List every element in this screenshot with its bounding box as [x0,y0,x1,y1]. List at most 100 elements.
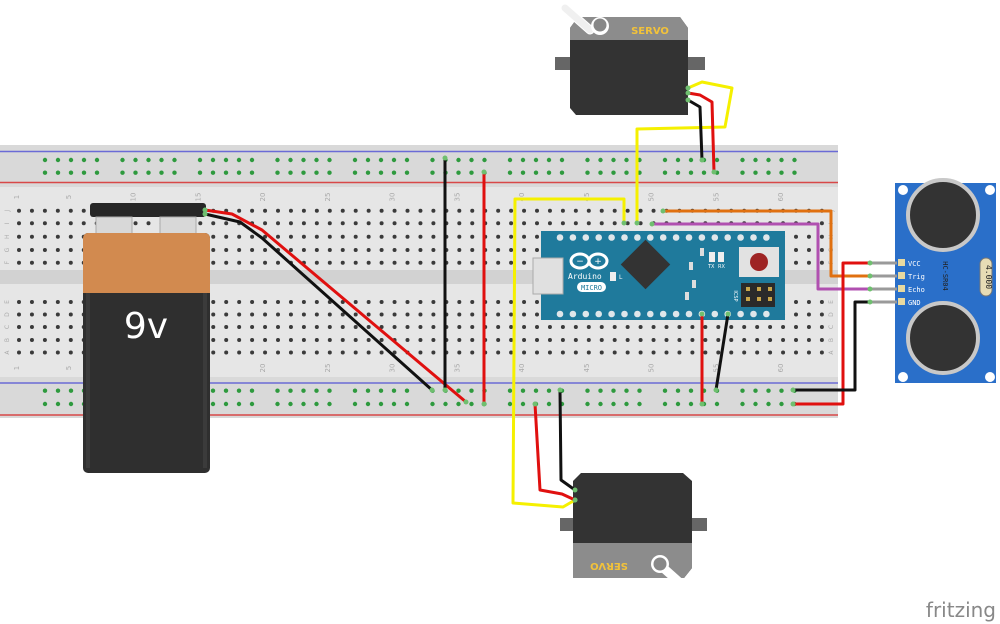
breadboard-hole[interactable] [29,221,34,226]
breadboard-hole[interactable] [470,325,475,329]
breadboard-hole[interactable] [353,312,358,317]
breadboard-hole[interactable] [742,350,747,355]
rail-hole[interactable] [352,388,358,393]
breadboard-hole[interactable] [42,248,47,252]
rail-hole[interactable] [301,401,306,407]
rail-hole[interactable] [779,401,784,407]
breadboard-hole[interactable] [353,260,358,265]
breadboard-hole[interactable] [806,312,811,317]
breadboard-hole[interactable] [431,208,436,213]
rail-hole[interactable] [352,157,358,163]
breadboard-hole[interactable] [42,300,47,304]
breadboard-hole[interactable] [353,350,358,355]
sensor-vcc-wire[interactable] [793,261,870,406]
breadboard-hole[interactable] [288,350,293,355]
breadboard-hole[interactable] [250,248,255,252]
breadboard-hole[interactable] [340,312,345,317]
rail-hole[interactable] [314,388,319,393]
rail-hole[interactable] [327,170,332,175]
rail-hole[interactable] [469,388,474,393]
breadboard-hole[interactable] [496,338,501,342]
breadboard-hole[interactable] [457,300,462,304]
breadboard-hole[interactable] [224,260,229,265]
rail-hole[interactable] [456,388,461,393]
rail-hole[interactable] [559,157,565,163]
breadboard-hole[interactable] [496,325,501,329]
rail-hole[interactable] [404,170,410,175]
breadboard-hole[interactable] [806,260,811,265]
breadboard-hole[interactable] [29,325,34,329]
arduino-pin[interactable] [685,310,693,318]
rail-hole[interactable] [430,157,435,163]
breadboard-hole[interactable] [17,350,21,355]
arduino-pin[interactable] [724,234,731,241]
rail-hole[interactable] [675,401,681,407]
rail-hole[interactable] [520,157,526,163]
breadboard-hole[interactable] [392,312,397,317]
breadboard-hole[interactable] [522,248,527,252]
breadboard-hole[interactable] [418,208,423,213]
rail-hole[interactable] [146,157,151,163]
breadboard-hole[interactable] [405,260,410,265]
breadboard-hole[interactable] [68,312,73,317]
breadboard-hole[interactable] [366,300,371,304]
breadboard-hole[interactable] [340,338,345,342]
rail-hole[interactable] [675,157,681,163]
rail-hole[interactable] [740,157,745,163]
breadboard-hole[interactable] [457,234,462,239]
breadboard-hole[interactable] [55,221,60,226]
rail-hole[interactable] [249,157,255,163]
rail-hole[interactable] [146,170,151,175]
wire-endpoint[interactable] [572,487,578,493]
breadboard-hole[interactable] [729,338,734,342]
breadboard-hole[interactable] [677,325,682,329]
breadboard-hole[interactable] [263,350,268,355]
rail-hole[interactable] [236,170,242,175]
wire-endpoint[interactable] [463,399,469,405]
breadboard-hole[interactable] [55,350,60,355]
rail-hole[interactable] [559,170,565,175]
rail-hole[interactable] [223,401,229,407]
rail-hole[interactable] [598,388,603,393]
rail-hole[interactable] [637,401,642,407]
breadboard-hole[interactable] [638,325,643,329]
breadboard-hole[interactable] [470,221,475,226]
breadboard-hole[interactable] [55,208,60,213]
breadboard-hole[interactable] [288,300,293,304]
breadboard-hole[interactable] [742,338,747,342]
breadboard-hole[interactable] [392,221,397,226]
breadboard-hole[interactable] [431,312,436,317]
breadboard-hole[interactable] [690,338,695,342]
breadboard-hole[interactable] [496,260,501,265]
breadboard-hole[interactable] [768,338,773,342]
breadboard-hole[interactable] [496,208,501,213]
breadboard-hole[interactable] [327,234,332,239]
breadboard-hole[interactable] [314,350,319,355]
breadboard-hole[interactable] [314,300,319,304]
breadboard-hole[interactable] [806,350,811,355]
breadboard-hole[interactable] [42,350,47,355]
wire-endpoint[interactable] [725,311,731,317]
arduino-pin[interactable] [711,234,719,241]
breadboard-hole[interactable] [276,260,280,265]
rail-hole[interactable] [740,388,745,393]
wire-endpoint[interactable] [867,273,873,279]
breadboard-hole[interactable] [522,325,527,329]
breadboard-hole[interactable] [431,248,436,252]
rail-hole[interactable] [456,170,461,175]
rail-hole[interactable] [482,157,487,163]
rail-hole[interactable] [236,388,242,393]
wire-endpoint[interactable] [685,90,691,96]
breadboard-hole[interactable] [327,248,332,252]
breadboard-hole[interactable] [237,260,242,265]
rail-hole[interactable] [753,388,758,393]
breadboard-hole[interactable] [353,325,358,329]
rail-hole[interactable] [365,388,371,393]
breadboard-hole[interactable] [418,350,423,355]
rail-hole[interactable] [766,157,771,163]
sensor-gnd-wire[interactable] [793,300,870,392]
breadboard-hole[interactable] [457,260,462,265]
breadboard-hole[interactable] [690,350,695,355]
arduino-pin[interactable] [608,310,615,318]
breadboard-hole[interactable] [263,260,268,265]
